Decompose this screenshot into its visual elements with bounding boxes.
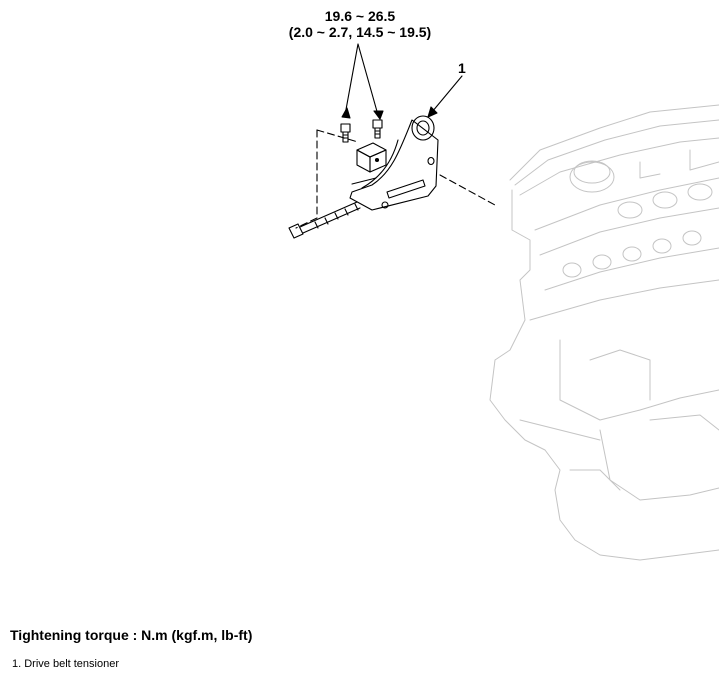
callout-leader-arrow	[427, 75, 463, 118]
upper-bolt-right	[372, 119, 383, 139]
torque-spec-kgfm-lbft: (2.0 ~ 2.7, 14.5 ~ 19.5)	[288, 24, 432, 40]
figure-caption: Tightening torque : N.m (kgf.m, lb-ft)	[10, 627, 253, 643]
callout-number: 1	[458, 60, 466, 76]
engine-block	[489, 104, 719, 561]
alignment-guides	[295, 129, 496, 229]
torque-leader-arrows	[341, 43, 384, 120]
drive-belt-tensioner	[349, 115, 439, 211]
spacer-block	[356, 142, 387, 173]
upper-bolt-left	[340, 123, 351, 143]
long-mounting-bolt	[288, 201, 361, 239]
legend-item: 1. Drive belt tensioner	[12, 658, 119, 670]
torque-spec-nm: 19.6 ~ 26.5	[324, 8, 396, 24]
